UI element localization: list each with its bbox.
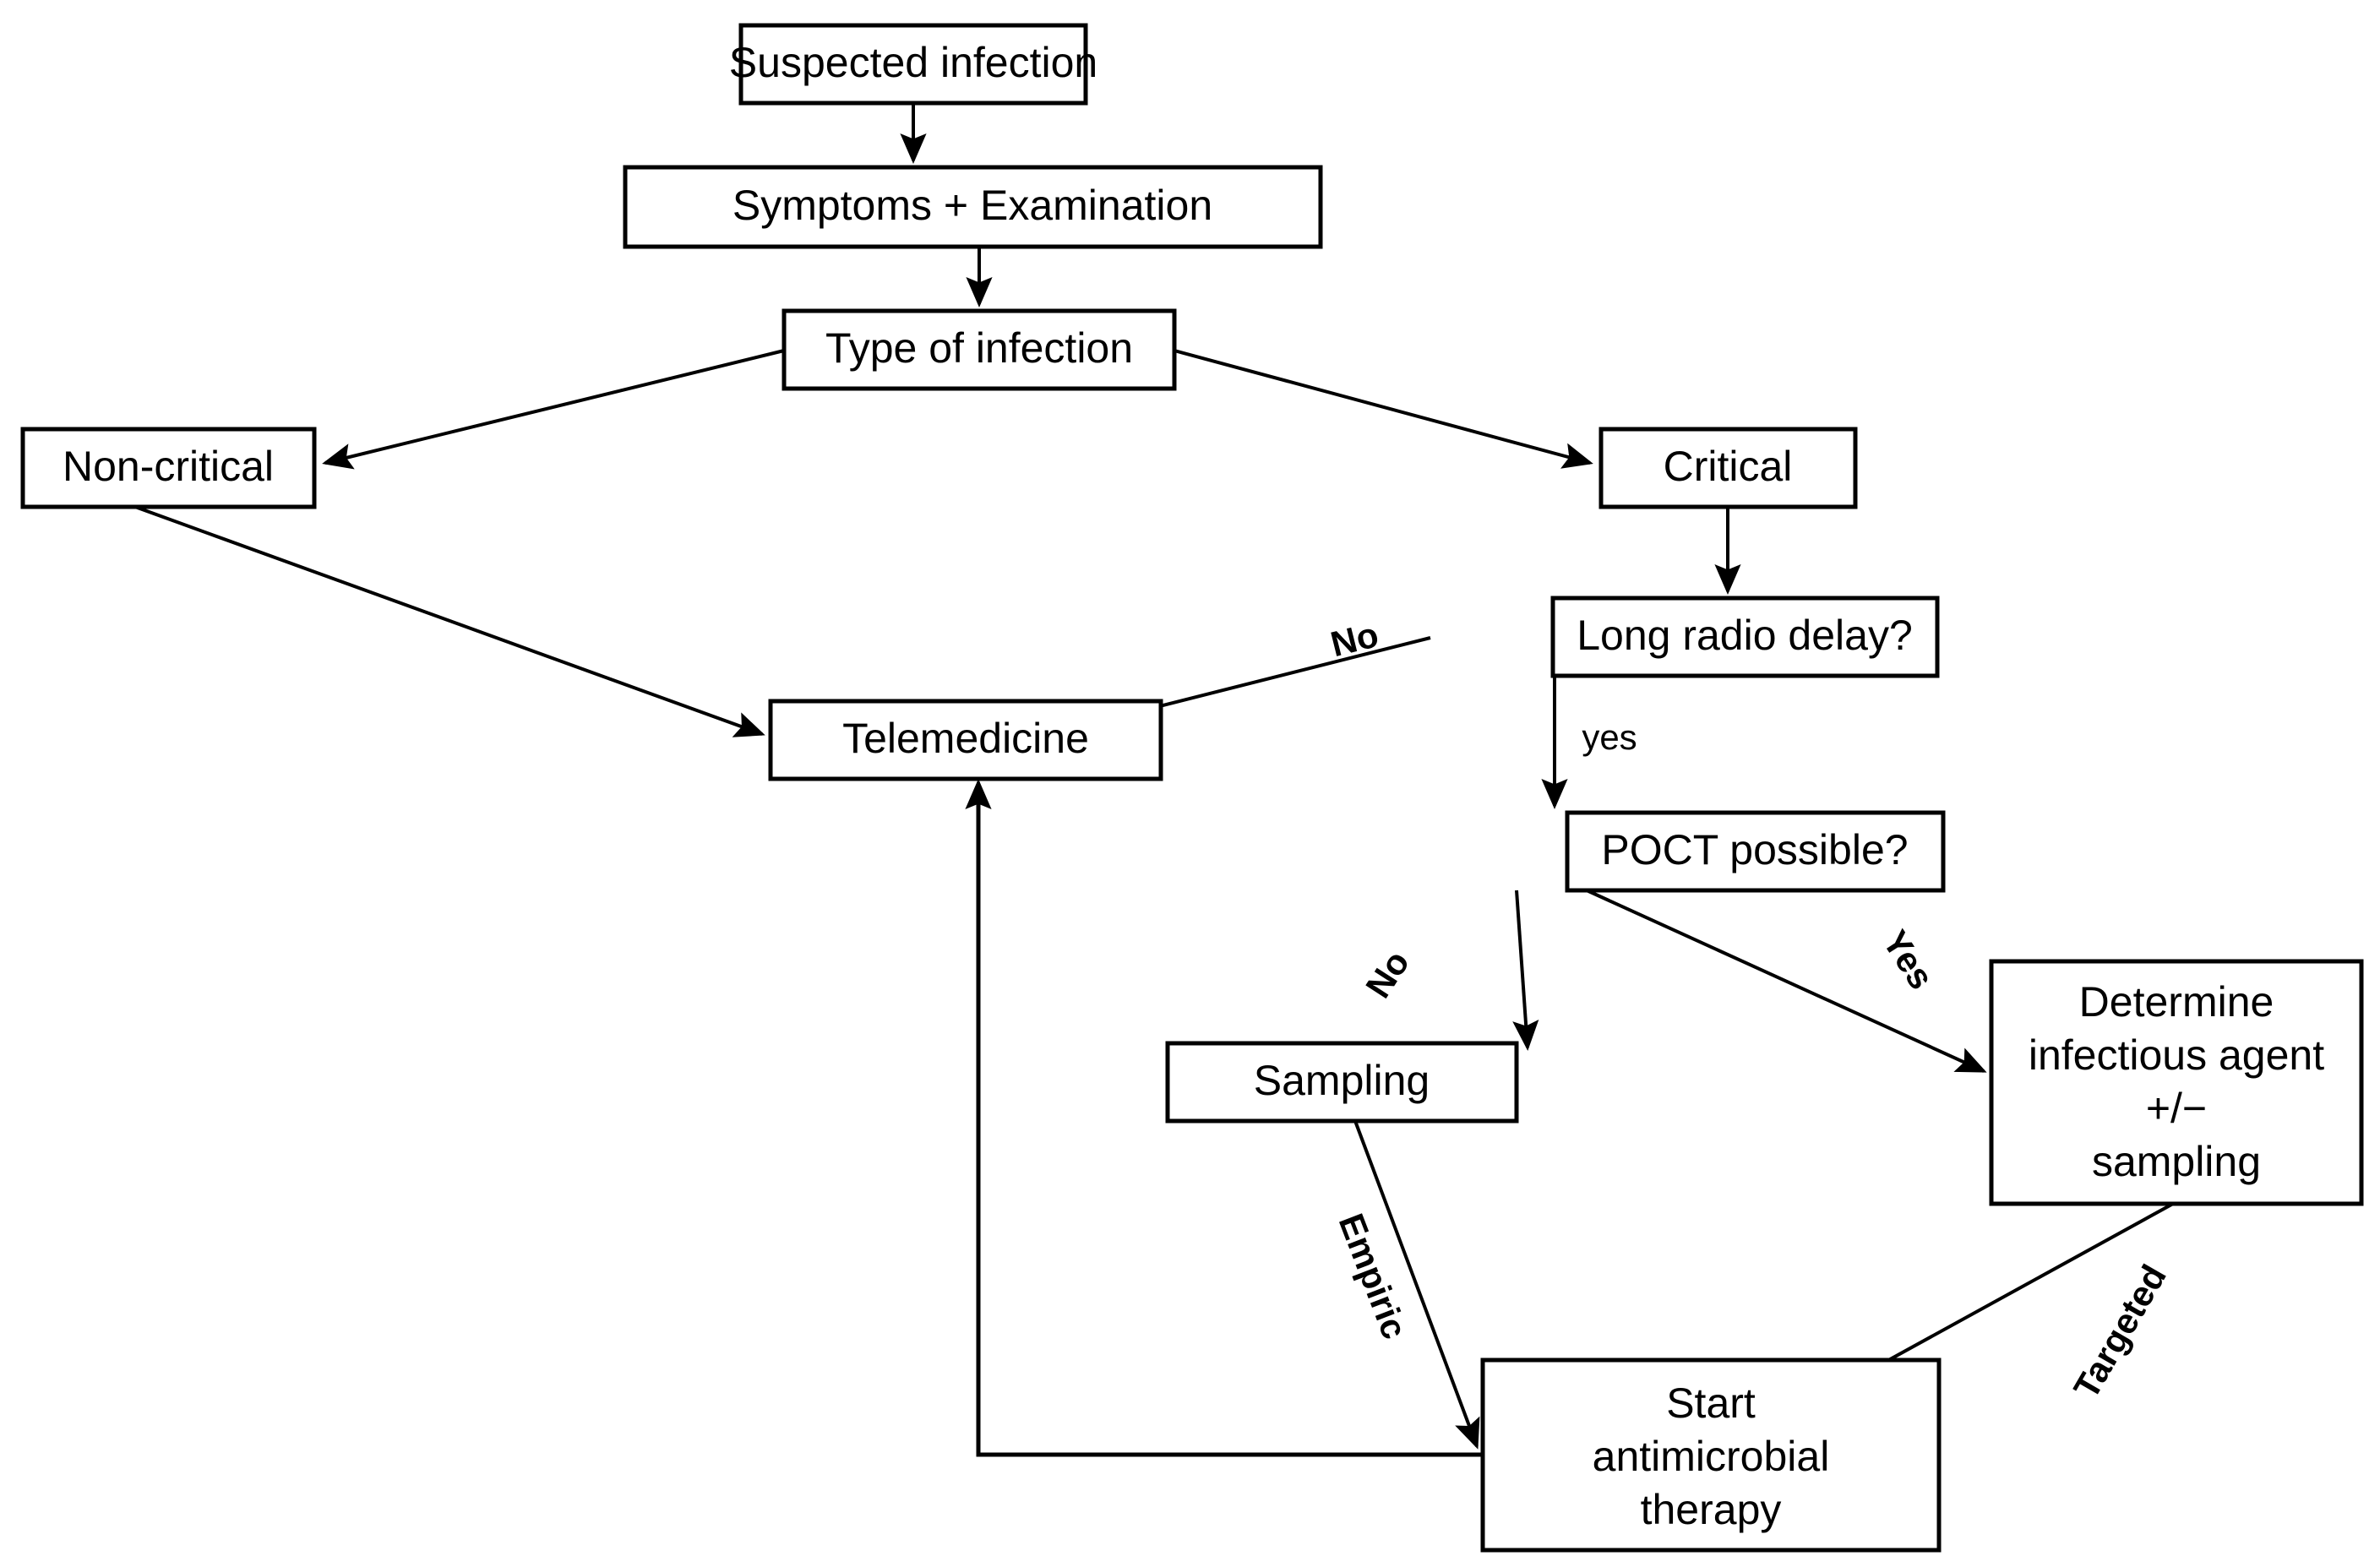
node-label-determine-agent-line1: Determine xyxy=(2079,978,2274,1026)
node-label-symptoms-examination: Symptoms + Examination xyxy=(733,182,1212,229)
edge-label-yes-radio-delay: yes xyxy=(1582,717,1637,757)
node-non-critical[interactable]: Non-critical xyxy=(20,427,317,509)
node-label-long-radio-delay: Long radio delay? xyxy=(1577,612,1913,659)
edge-label-no-radio-delay: No xyxy=(1326,614,1382,664)
node-label-non-critical: Non-critical xyxy=(63,443,274,490)
node-label-telemedicine: Telemedicine xyxy=(842,715,1089,762)
node-label-type-of-infection: Type of infection xyxy=(825,324,1133,372)
node-label-poct-possible: POCT possible? xyxy=(1601,826,1908,873)
node-symptoms-examination[interactable]: Symptoms + Examination xyxy=(623,165,1323,249)
node-label-start-therapy-line3: therapy xyxy=(1641,1486,1782,1533)
edge-therapy-to-telemedicine xyxy=(965,779,1483,1457)
edge-poct-to-sampling xyxy=(1512,890,1539,1051)
edge-label-empiric: Empiric xyxy=(1332,1208,1415,1344)
node-type-of-infection[interactable]: Type of infection xyxy=(782,308,1177,391)
node-determine-agent[interactable]: Determine infectious agent +/− sampling xyxy=(1989,959,2364,1206)
node-label-critical: Critical xyxy=(1664,443,1793,490)
edge-noncritical-to-telemedicine xyxy=(134,505,765,737)
node-label-start-therapy-line1: Start xyxy=(1666,1379,1756,1427)
edge-sampling-to-therapy xyxy=(1353,1120,1480,1450)
node-start-therapy[interactable]: Start antimicrobial therapy xyxy=(1480,1358,1942,1553)
edge-label-targeted: Targeted xyxy=(2066,1258,2174,1405)
node-suspected-infection[interactable]: Suspected infection xyxy=(729,23,1097,106)
node-label-suspected-infection: Suspected infection xyxy=(729,39,1097,86)
node-label-start-therapy-line2: antimicrobial xyxy=(1593,1433,1830,1480)
node-poct-possible[interactable]: POCT possible? xyxy=(1565,810,1946,893)
node-telemedicine[interactable]: Telemedicine xyxy=(768,699,1163,781)
node-long-radio-delay[interactable]: Long radio delay? xyxy=(1550,596,1940,678)
node-sampling[interactable]: Sampling xyxy=(1165,1041,1519,1124)
edge-label-no-poct: No xyxy=(1358,944,1417,1005)
edge-type-to-critical xyxy=(1174,349,1593,469)
node-critical[interactable]: Critical xyxy=(1598,427,1858,509)
node-label-determine-agent-line3: +/− xyxy=(2146,1085,2207,1132)
node-label-determine-agent-line4: sampling xyxy=(2092,1138,2261,1185)
edge-type-to-noncritical xyxy=(322,349,785,470)
edge-label-yes-poct: Yes xyxy=(1875,923,1942,996)
node-label-determine-agent-line2: infectious agent xyxy=(2029,1031,2324,1079)
edge-poct-to-determine xyxy=(1586,889,1987,1073)
node-label-sampling: Sampling xyxy=(1254,1057,1430,1104)
